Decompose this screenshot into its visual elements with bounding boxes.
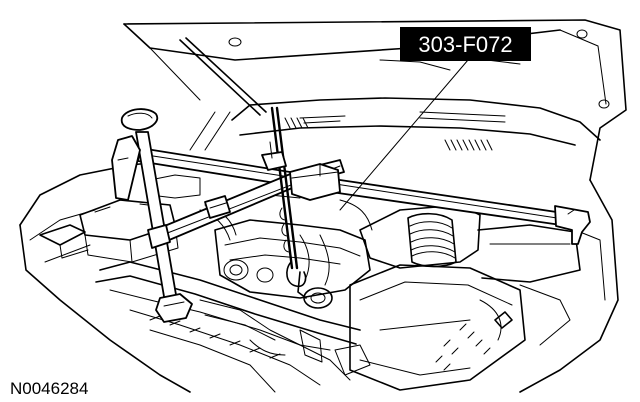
radiator-support xyxy=(95,261,361,393)
air-cleaner-assembly xyxy=(349,204,581,391)
center-adjuster-block xyxy=(289,163,341,201)
right-fender xyxy=(519,179,619,393)
left-top-bracket xyxy=(111,135,141,201)
tool-callout-label: 303-F072 xyxy=(400,27,531,61)
center-lift-rod xyxy=(270,106,307,299)
cowl-vent-area xyxy=(189,97,601,151)
tool-number-text: 303-F072 xyxy=(418,32,512,57)
lower-detail xyxy=(249,329,371,376)
engine-support-tool xyxy=(111,106,591,323)
cross-beam-end xyxy=(147,224,171,249)
figure-id-text: N0046284 xyxy=(10,379,88,398)
cross-beam-clamp xyxy=(204,195,231,219)
left-foot-clamp xyxy=(155,293,193,323)
right-foot-pad xyxy=(554,205,591,245)
hood-prop-rod xyxy=(179,37,267,116)
callout-leader-line xyxy=(339,59,469,211)
lifting-chain xyxy=(279,207,291,253)
left-lift-post xyxy=(120,108,181,321)
raised-hood xyxy=(123,19,627,181)
rear-bracket xyxy=(261,141,287,171)
